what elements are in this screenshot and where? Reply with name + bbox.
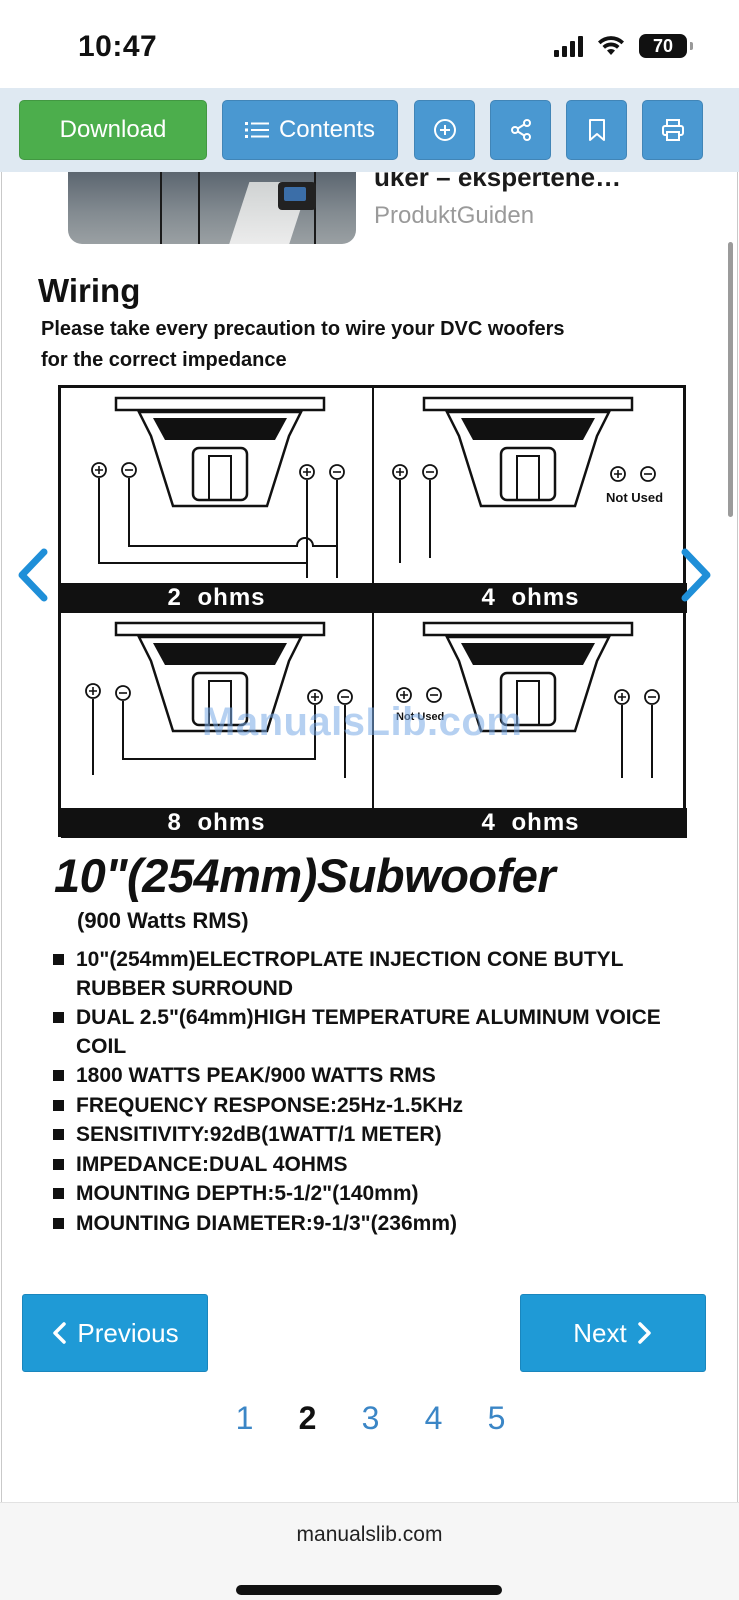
previous-label: Previous (77, 1317, 179, 1348)
product-title: 10"(254mm)Subwoofer (54, 849, 556, 902)
spec-item: FREQUENCY RESPONSE:25Hz-1.5KHz (52, 1092, 712, 1121)
wiring-diagram-8-ohms: 8 ohms (61, 613, 374, 838)
wiring-diagram-4-ohms-a: Not Used 4 ohms (374, 388, 687, 613)
diagram-label: 2 ohms (61, 583, 372, 613)
watermark: ManualsLib.com (202, 700, 523, 744)
browser-address-bar: manualslib.com (0, 1502, 739, 1600)
url-text[interactable]: manualslib.com (296, 1523, 443, 1546)
status-time: 10:47 (78, 30, 158, 63)
spec-item: DUAL 2.5"(64mm)HIGH TEMPERATURE ALUMINUM… (52, 1004, 712, 1061)
spec-item: 10"(254mm)ELECTROPLATE INJECTION CONE BU… (52, 946, 712, 1003)
status-bar: 10:47 70 (0, 0, 739, 88)
prev-page-arrow-icon[interactable] (14, 547, 50, 616)
ad-title[interactable]: uker – ekspertene… (374, 172, 622, 192)
status-icons: 70 (554, 34, 693, 58)
download-button[interactable]: Download (19, 100, 207, 160)
bookmark-button[interactable] (566, 100, 627, 160)
page-link-2-current: 2 (298, 1400, 317, 1436)
share-icon (510, 119, 531, 141)
cellular-signal-icon (554, 35, 583, 57)
wiring-title: Wiring (38, 272, 141, 309)
spec-item: SENSITIVITY:92dB(1WATT/1 METER) (52, 1121, 712, 1150)
next-page-arrow-icon[interactable] (679, 547, 715, 616)
list-icon (244, 122, 269, 138)
zoom-in-icon (433, 119, 456, 141)
not-used-label: Not Used (396, 711, 445, 723)
page-numbers: 1 2 3 4 5 (2, 1400, 737, 1437)
wiring-diagram-2-ohms: 2 ohms (61, 388, 374, 613)
next-label: Next (573, 1317, 627, 1348)
page-link-4[interactable]: 4 (424, 1400, 443, 1436)
print-button[interactable] (642, 100, 703, 160)
wiring-subtitle-line2: for the correct impedance (41, 349, 287, 371)
chevron-right-icon (637, 1322, 651, 1344)
page-link-3[interactable]: 3 (361, 1400, 380, 1436)
chevron-left-icon (53, 1322, 67, 1344)
wiring-diagram-4-ohms-b: Not Used 4 ohms (374, 613, 687, 838)
bookmark-icon (588, 119, 605, 141)
contents-label: Contents (278, 116, 376, 143)
spec-item: IMPEDANCE:DUAL 4OHMS (52, 1151, 712, 1180)
manual-viewer: uker – ekspertene… ProduktGuiden Wiring … (1, 172, 738, 1502)
product-rms: (900 Watts RMS) (77, 908, 249, 933)
spec-list: 10"(254mm)ELECTROPLATE INJECTION CONE BU… (52, 946, 712, 1239)
not-used-label: Not Used (606, 490, 664, 505)
print-icon (661, 119, 684, 141)
scrollbar[interactable] (728, 242, 733, 517)
diagram-label: 8 ohms (61, 808, 372, 838)
spec-item: 1800 WATTS PEAK/900 WATTS RMS (52, 1062, 712, 1091)
zoom-in-button[interactable] (414, 100, 475, 160)
spec-item: MOUNTING DEPTH:5-1/2"(140mm) (52, 1180, 712, 1209)
battery-icon: 70 (639, 34, 693, 58)
page-link-1[interactable]: 1 (235, 1400, 254, 1436)
diagram-label: 4 ohms (374, 808, 687, 838)
contents-button[interactable]: Contents (222, 100, 398, 160)
wiring-diagram: 2 ohms Not Used 4 ohms (58, 385, 687, 838)
wifi-icon (598, 36, 624, 55)
share-button[interactable] (490, 100, 551, 160)
spec-item: MOUNTING DIAMETER:9-1/3"(236mm) (52, 1210, 712, 1239)
diagram-label: 4 ohms (374, 583, 687, 613)
next-button[interactable]: Next (520, 1294, 706, 1372)
manual-toolbar: Download Contents (0, 88, 739, 172)
previous-button[interactable]: Previous (22, 1294, 208, 1372)
page-link-5[interactable]: 5 (487, 1400, 506, 1436)
ad-source: ProduktGuiden (374, 202, 535, 229)
home-indicator[interactable] (236, 1585, 502, 1595)
wiring-subtitle: Please take every precaution to wire you… (41, 314, 565, 376)
ad-image[interactable] (68, 172, 356, 244)
wiring-subtitle-line1: Please take every precaution to wire you… (41, 318, 565, 340)
